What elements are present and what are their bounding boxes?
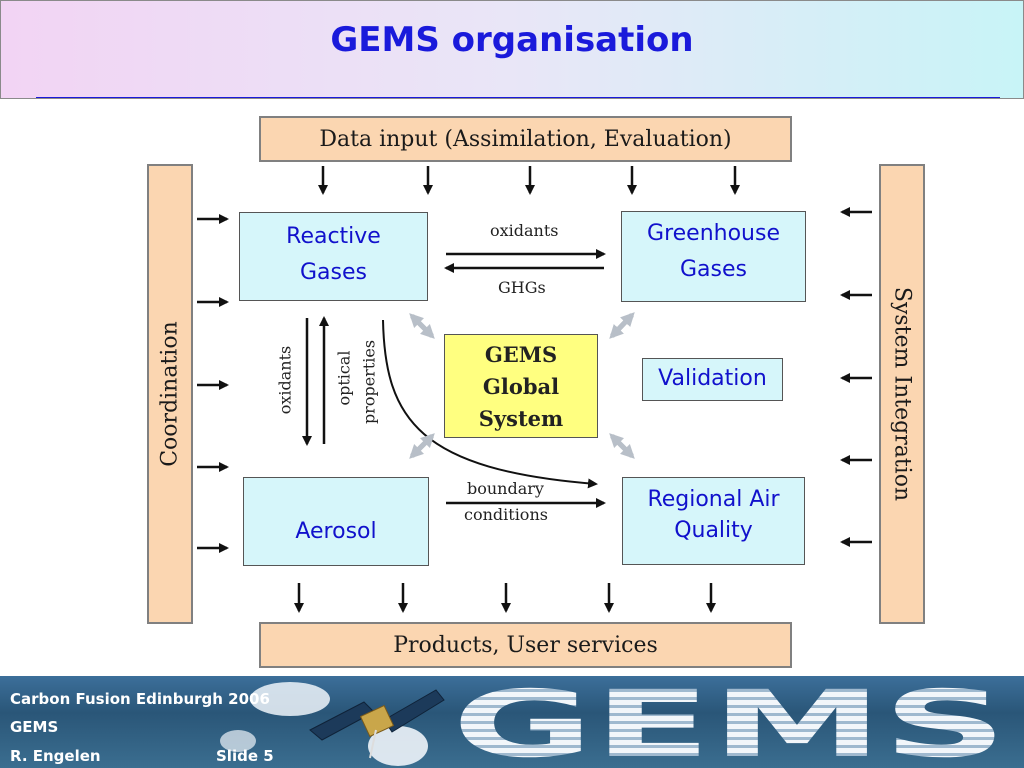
regional-air-quality-line1: Regional Air [647, 487, 780, 512]
ghgs-label: GHGs [498, 278, 546, 297]
oxidants-label: oxidants [490, 221, 559, 240]
cloud-decoration [220, 730, 256, 752]
footer-line1: Carbon Fusion Edinburgh 2006 [10, 690, 270, 708]
products-label: Products, User services [393, 632, 658, 658]
gems-logo: GEMS [452, 684, 1007, 764]
greenhouse-gases-line1: Greenhouse [647, 221, 780, 246]
title-bar [0, 0, 1024, 99]
regional-air-quality-line2: Quality [674, 518, 753, 543]
data-input-label: Data input (Assimilation, Evaluation) [319, 126, 732, 152]
gray-arrow [409, 313, 434, 338]
data-input-box: Data input (Assimilation, Evaluation) [259, 116, 792, 162]
gems-global-system-line3: System [478, 406, 564, 431]
reactive-gases-line2: Gases [300, 260, 367, 285]
gems-links [409, 312, 635, 459]
system-integration-arrows [840, 207, 872, 547]
validation-label: Validation [658, 366, 767, 391]
coordination-arrows [197, 214, 229, 553]
optical-label: optical [334, 350, 354, 406]
cloud-decoration [250, 682, 330, 716]
gray-arrow [410, 433, 435, 458]
boundary-label: boundary [467, 479, 544, 498]
gray-arrow [610, 312, 635, 338]
conditions-label: conditions [464, 505, 548, 524]
data-input-arrows [318, 166, 740, 195]
footer-banner: GEMS Carbon Fusion Edinburgh 2006 GEMS R… [0, 676, 1024, 768]
footer-author: R. Engelen [10, 747, 101, 765]
slide-title: GEMS organisation [330, 20, 694, 60]
gray-arrow [609, 433, 634, 458]
slide-number: Slide 5 [216, 747, 274, 765]
oxidants-vertical-label: oxidants [275, 345, 295, 415]
aerosol-label: Aerosol [295, 519, 377, 544]
properties-label: properties [359, 339, 379, 425]
reactive-gases-box: Reactive Gases [239, 212, 428, 301]
greenhouse-gases-box: Greenhouse Gases [621, 211, 806, 302]
coordination-box [147, 164, 193, 624]
regional-air-quality-box: Regional Air Quality [622, 477, 805, 565]
system-integration-box [879, 164, 925, 624]
validation-box: Validation [642, 358, 783, 401]
gems-logo-text: GEMS [452, 684, 1007, 764]
reactive-gases-line1: Reactive [286, 224, 381, 249]
footer-line2: GEMS [10, 718, 59, 736]
title-underline [36, 97, 1000, 98]
gems-global-system-line2: Global [482, 374, 560, 399]
aerosol-box: Aerosol [243, 477, 429, 566]
gems-global-system-box: GEMS Global System [444, 334, 598, 438]
greenhouse-gases-line2: Gases [680, 257, 747, 282]
products-arrows [294, 583, 716, 613]
products-box: Products, User services [259, 622, 792, 668]
curved-arrow [382, 319, 598, 489]
satellite-icon [309, 689, 445, 759]
gems-global-system-line1: GEMS [484, 342, 558, 367]
